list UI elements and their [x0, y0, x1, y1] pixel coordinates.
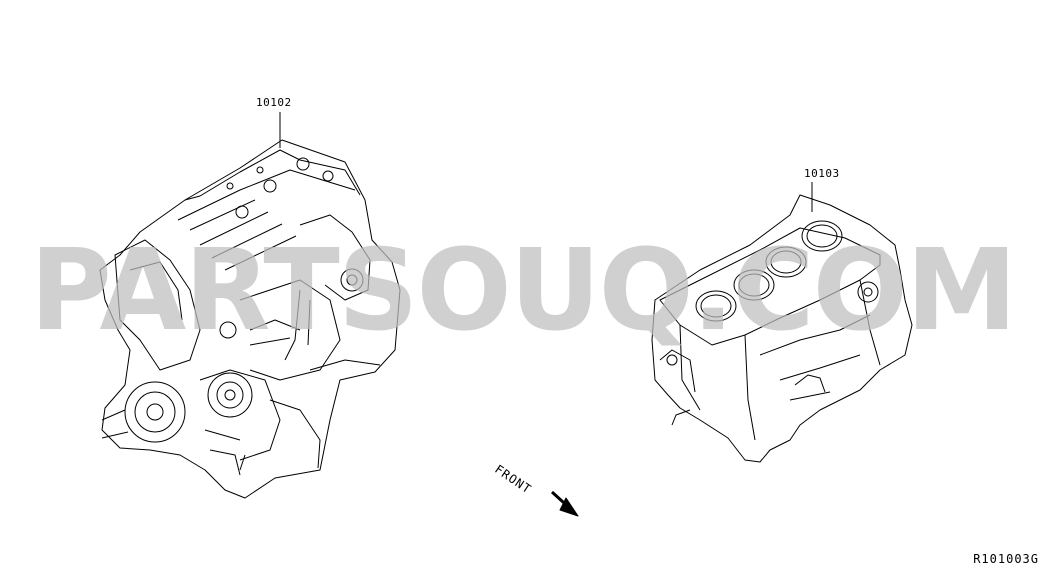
part-number-10103[interactable]: 10103 — [804, 167, 840, 180]
short-block-assembly — [651, 182, 913, 463]
front-direction-arrow — [550, 490, 579, 517]
part-number-10102[interactable]: 10102 — [256, 96, 292, 109]
diagram-reference-code: R101003G — [973, 552, 1039, 566]
complete-engine-assembly — [99, 112, 401, 499]
